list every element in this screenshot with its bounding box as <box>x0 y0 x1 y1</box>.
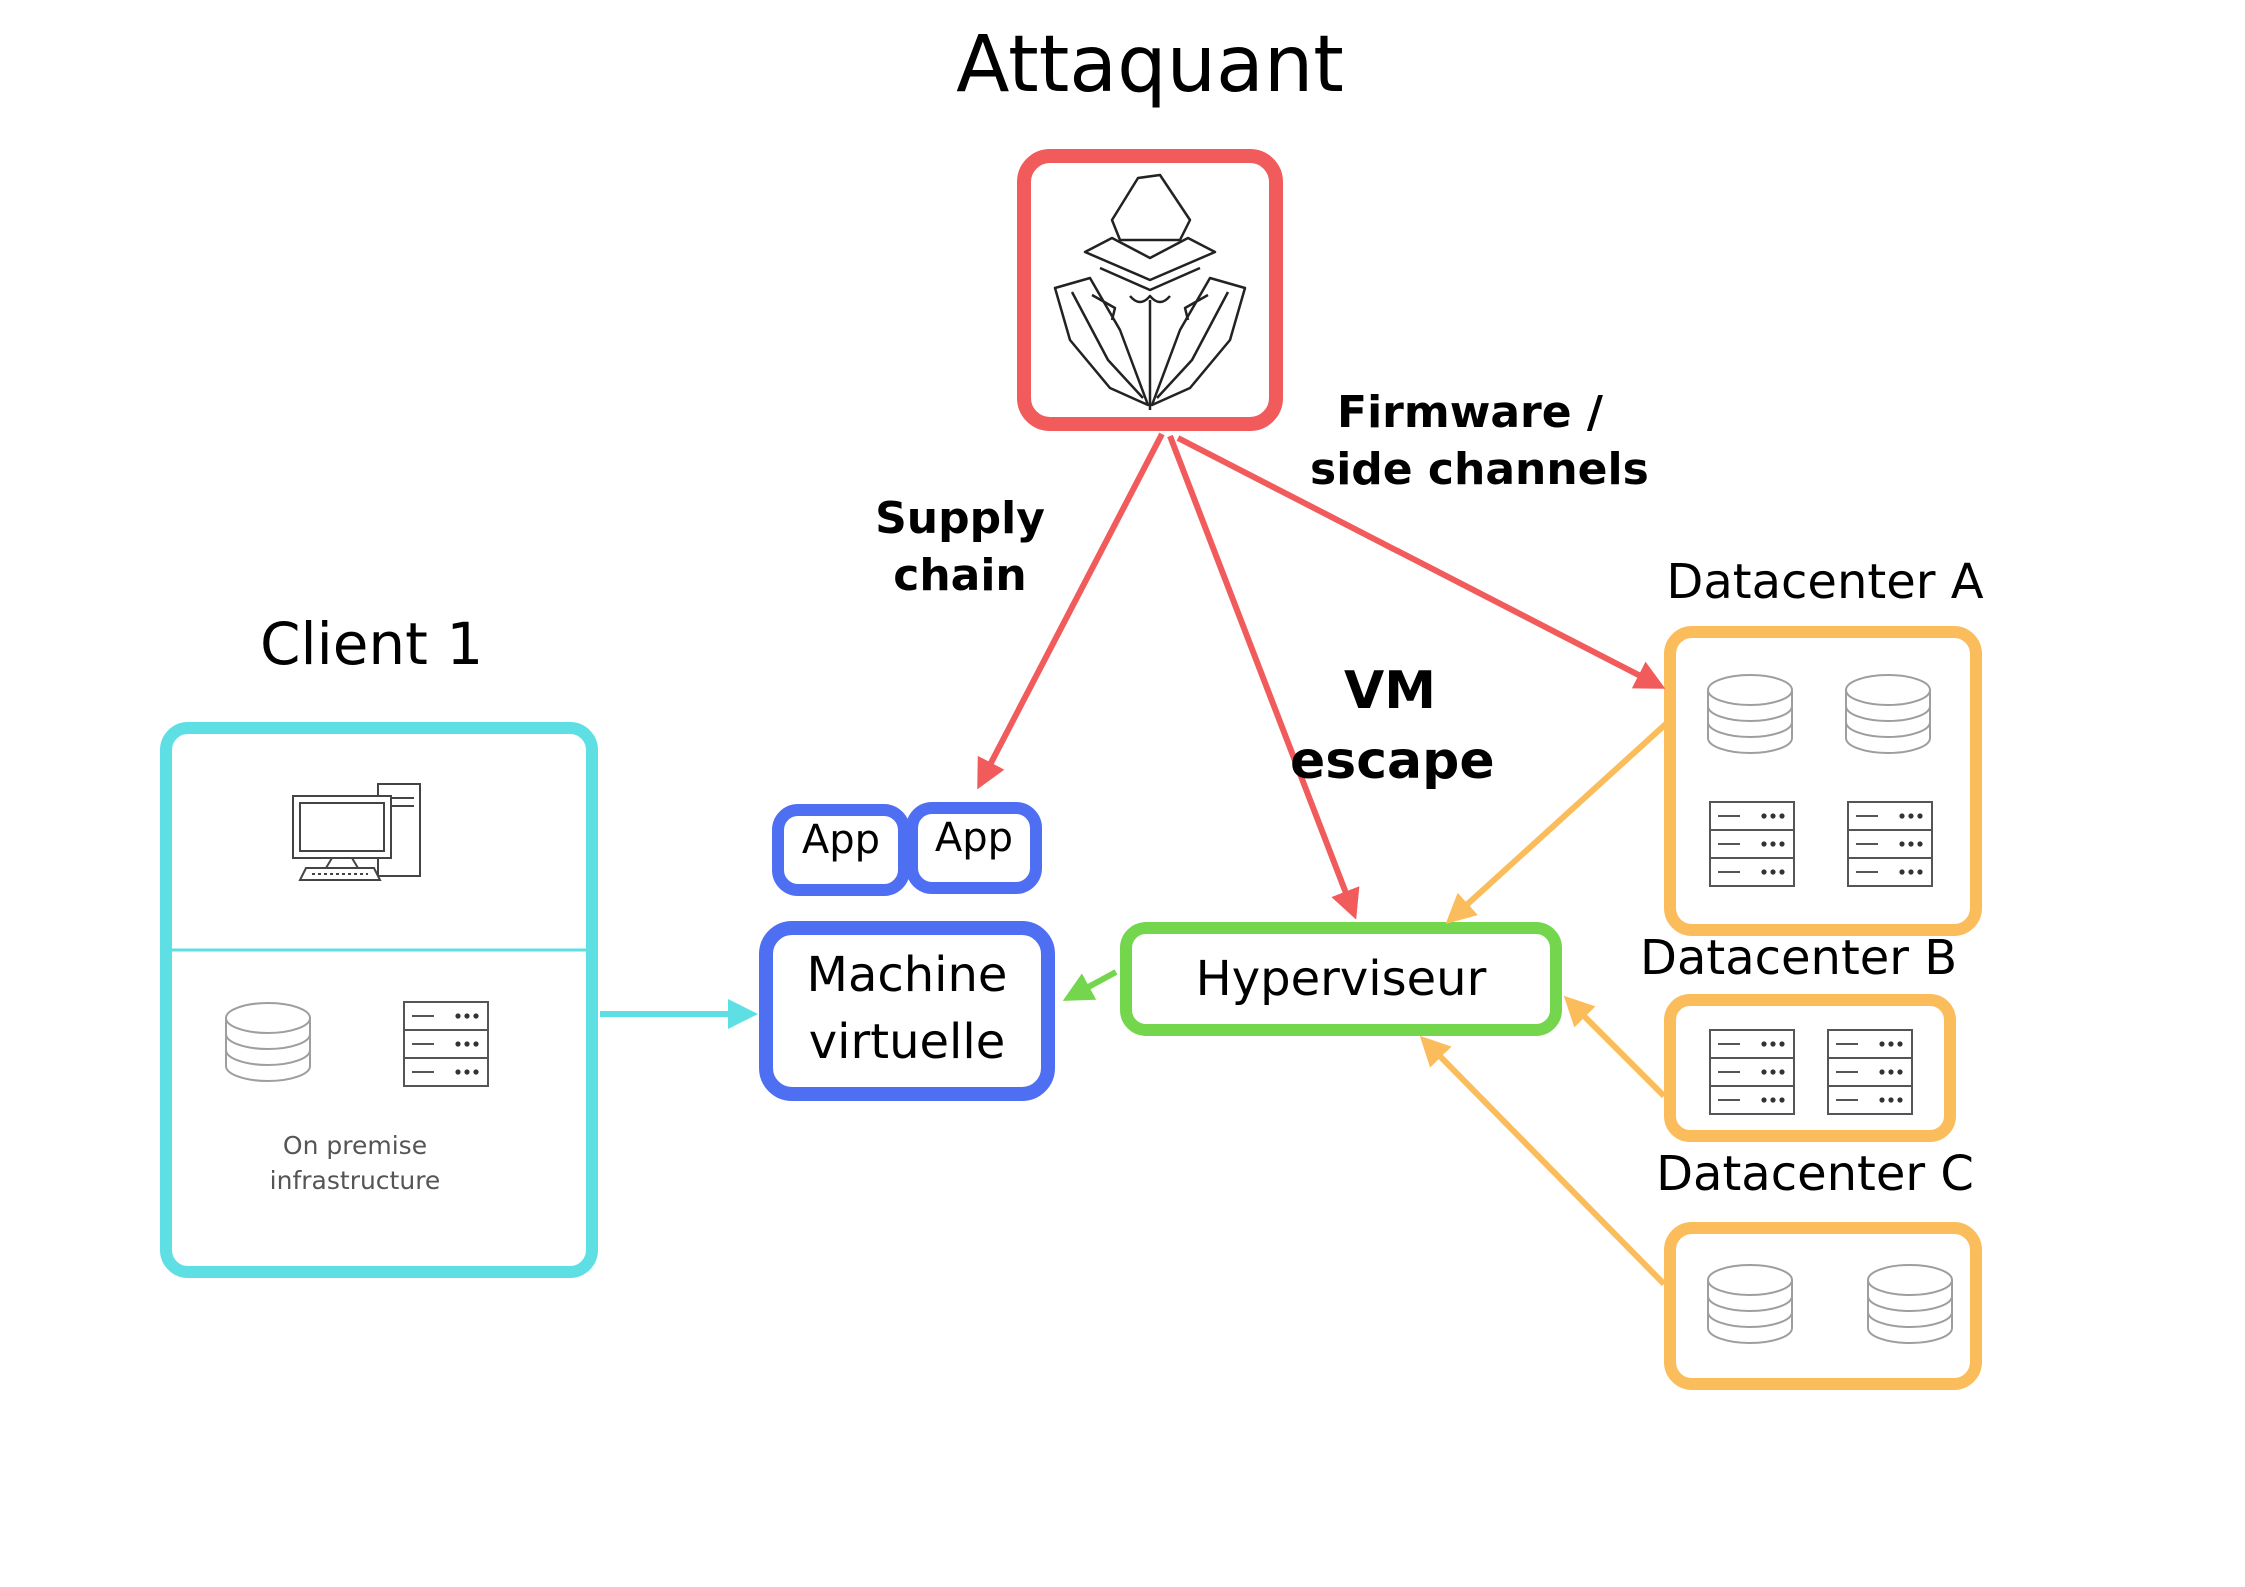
database-icon <box>1707 1264 1793 1344</box>
supply-chain-label: Supply chain <box>870 490 1050 604</box>
client-box <box>160 722 598 1278</box>
hooded-hacker-icon <box>1053 173 1247 410</box>
on-premise-line-1: On premise <box>282 1131 428 1160</box>
vm-escape-line-1: VM <box>1344 661 1436 721</box>
database-icon <box>1867 1264 1953 1344</box>
vm-line-1: Machine <box>806 947 1008 1003</box>
arrow-vm-escape <box>1167 434 1360 920</box>
arrow-dc-c-hypervisor <box>1419 1035 1667 1287</box>
database-icon <box>1845 674 1931 754</box>
hypervisor-box <box>1120 922 1562 1036</box>
vm-escape-label: VM escape <box>1290 656 1495 796</box>
arrow-hypervisor-vm <box>1062 969 1118 1001</box>
supply-chain-line-1: Supply <box>875 493 1045 544</box>
app-label-2: App <box>934 815 1014 861</box>
datacenter-c-title: Datacenter C <box>1656 1146 1974 1202</box>
server-rack-icon <box>1827 1029 1913 1115</box>
database-icon <box>1707 674 1793 754</box>
arrow-dc-a-hypervisor <box>1445 719 1671 925</box>
on-premise-label: On premise infrastructure <box>200 1128 510 1198</box>
attacker-title: Attaquant <box>956 20 1344 110</box>
server-rack-icon <box>403 1001 489 1087</box>
arrow-supply-chain <box>977 432 1165 790</box>
server-rack-icon <box>1709 801 1795 887</box>
vm-label: Machine virtuelle <box>766 942 1048 1076</box>
datacenter-b-box <box>1664 994 1956 1142</box>
arrow-dc-b-hypervisor <box>1563 995 1667 1099</box>
app-label-1: App <box>801 817 881 863</box>
datacenter-b-title: Datacenter B <box>1640 930 1958 986</box>
firmware-line-1: Firmware / <box>1337 387 1603 438</box>
supply-chain-line-2: chain <box>893 550 1027 602</box>
client-title: Client 1 <box>260 610 484 678</box>
app-box-2 <box>906 802 1042 894</box>
firmware-label: Firmware / side channels <box>1310 384 1649 498</box>
attacker-box <box>1017 149 1283 431</box>
server-rack-icon <box>1847 801 1933 887</box>
datacenter-a-title: Datacenter A <box>1666 554 1984 610</box>
vm-escape-line-2: escape <box>1290 731 1495 792</box>
datacenter-a-box <box>1664 626 1982 936</box>
database-icon <box>225 1002 311 1082</box>
arrow-firmware <box>1176 435 1666 689</box>
server-rack-icon <box>1709 1029 1795 1115</box>
on-premise-line-2: infrastructure <box>269 1166 441 1195</box>
datacenter-c-box <box>1664 1222 1982 1390</box>
firmware-line-2: side channels <box>1310 444 1649 496</box>
hypervisor-label: Hyperviseur <box>1195 951 1487 1007</box>
vm-box <box>759 921 1055 1101</box>
vm-line-2: virtuelle <box>808 1014 1006 1071</box>
desktop-computer-icon <box>292 783 421 881</box>
app-box-1 <box>772 804 910 896</box>
